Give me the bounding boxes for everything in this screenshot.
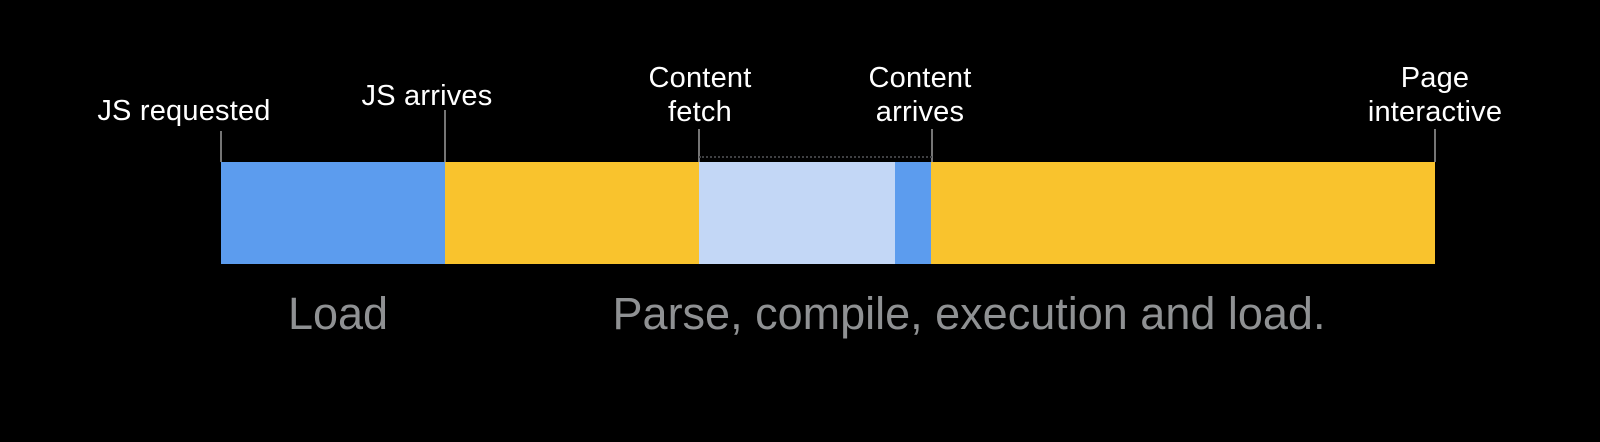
phase-caption-load: Load bbox=[287, 288, 389, 339]
milestone-tick-content-fetch bbox=[698, 129, 700, 162]
timeline-bar bbox=[221, 162, 1435, 264]
content-fetch-dotted-line bbox=[699, 156, 932, 158]
milestone-label-content-fetch: Content fetch bbox=[648, 62, 752, 128]
segment-js-arrival-to-content-fetch bbox=[445, 162, 699, 264]
milestone-tick-content-arrives bbox=[931, 129, 933, 162]
milestone-label-content-arrives: Content arrives bbox=[868, 62, 972, 128]
milestone-tick-page-interactive bbox=[1434, 129, 1436, 162]
segment-arrival-to-interactive bbox=[931, 162, 1435, 264]
segment-content-fetch-wait bbox=[699, 162, 895, 264]
segment-js-request-to-arrival bbox=[221, 162, 445, 264]
milestone-tick-js-requested bbox=[220, 131, 222, 162]
phase-caption-parse: Parse, compile, execution and load. bbox=[612, 288, 1326, 339]
segment-content-pre-arrival bbox=[895, 162, 931, 264]
milestone-tick-js-arrives bbox=[444, 110, 446, 162]
milestone-label-js-arrives: JS arrives bbox=[361, 80, 493, 112]
milestone-label-page-interactive: Page interactive bbox=[1367, 62, 1503, 128]
milestone-label-js-requested: JS requested bbox=[97, 95, 271, 127]
